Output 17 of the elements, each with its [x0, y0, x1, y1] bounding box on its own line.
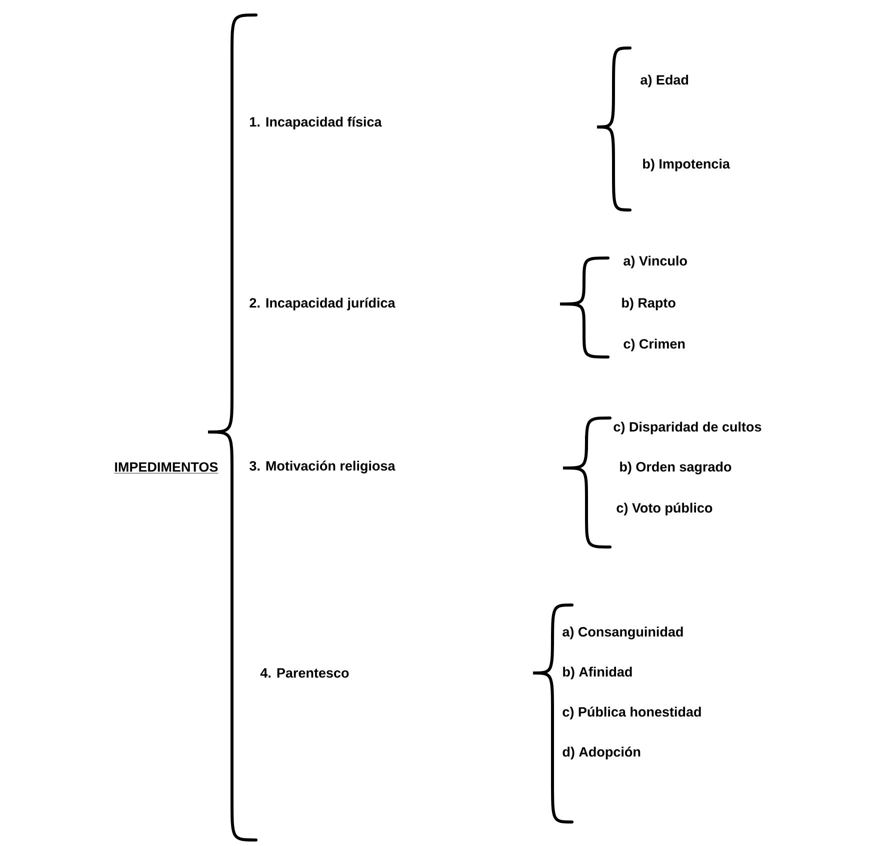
- item-label: b) Impotencia: [643, 158, 730, 172]
- heading-label: IMPEDIMENTOS: [114, 462, 218, 474]
- item-label: c) Crimen: [624, 338, 685, 352]
- item-label: a) Edad: [640, 74, 688, 88]
- item-label: 3. Motivación religiosa: [250, 460, 396, 474]
- item-label: 1. Incapacidad física: [250, 116, 382, 130]
- item-label: b) Rapto: [622, 298, 676, 310]
- item-label: 2. Incapacidad jurídica: [250, 298, 396, 310]
- item-label: 4. Parentesco: [260, 668, 349, 678]
- item-label: d) Adopción: [562, 746, 640, 760]
- item-label: a) Vinculo: [624, 256, 687, 268]
- item-label: c) Disparidad de cultos: [614, 422, 762, 434]
- item-label: b) Orden sagrado: [620, 462, 732, 474]
- item-label: c) Voto público: [616, 502, 712, 516]
- item-label: a) Consanguinidad: [562, 626, 683, 640]
- item-label: c) Pública honestidad: [562, 706, 701, 720]
- item-label: b) Afinidad: [563, 666, 632, 680]
